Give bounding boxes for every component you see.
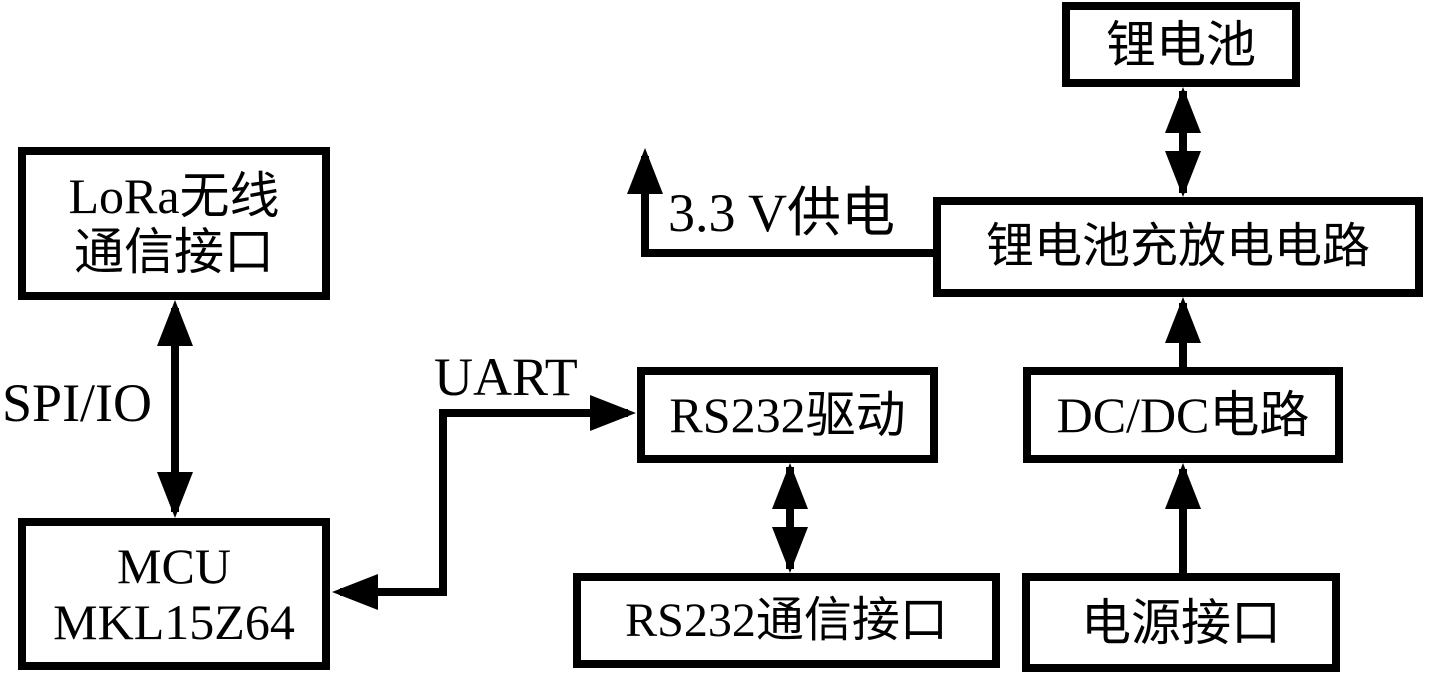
block-lithium-battery: 锂电池 <box>1062 2 1300 87</box>
block-dcdc-label: DC/DC电路 <box>1056 387 1310 443</box>
block-power-interface-label: 电源接口 <box>1081 594 1281 651</box>
label-spi-io: SPI/IO <box>2 373 153 433</box>
block-rs232-driver-label: RS232驱动 <box>669 387 906 443</box>
block-charge-discharge-label: 锂电池充放电电路 <box>985 220 1370 274</box>
block-rs232-interface: RS232通信接口 <box>573 573 1000 668</box>
block-lora-interface: LoRa无线 通信接口 <box>18 147 330 300</box>
label-3v3-supply: 3.3 V供电 <box>668 183 896 243</box>
block-lithium-battery-label: 锂电池 <box>1106 16 1256 73</box>
block-mcu-line2: MKL15Z64 <box>53 594 295 650</box>
block-power-interface: 电源接口 <box>1022 573 1340 672</box>
block-rs232-driver: RS232驱动 <box>637 367 938 463</box>
block-mcu-line1: MCU <box>117 538 231 594</box>
arrow-dcdc-charge <box>1165 297 1201 367</box>
block-lora-line2: 通信接口 <box>74 223 274 280</box>
block-lora-line1: LoRa无线 <box>68 167 280 224</box>
block-rs232-interface-label: RS232通信接口 <box>625 593 948 647</box>
arrow-lora-mcu <box>157 300 193 518</box>
block-charge-discharge-circuit: 锂电池充放电电路 <box>933 197 1423 297</box>
arrow-rs232driver-rs232interface <box>772 463 808 573</box>
block-dcdc-circuit: DC/DC电路 <box>1023 367 1343 463</box>
block-mcu: MCU MKL15Z64 <box>18 518 330 670</box>
label-uart: UART <box>434 347 578 407</box>
arrow-battery-charge <box>1165 87 1201 197</box>
arrow-power-dcdc <box>1165 463 1201 573</box>
